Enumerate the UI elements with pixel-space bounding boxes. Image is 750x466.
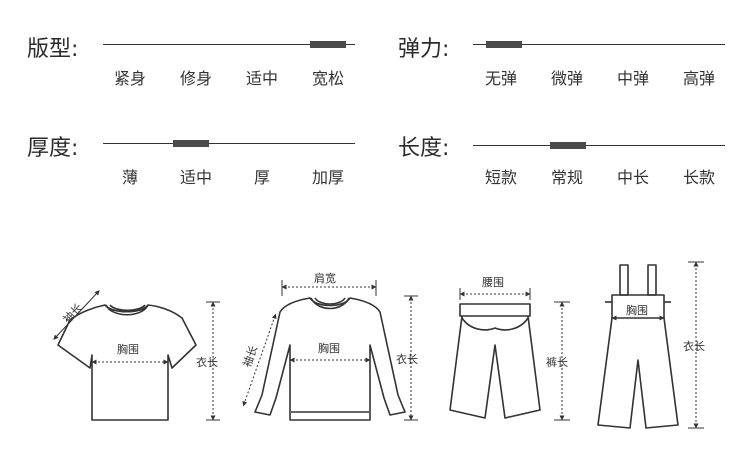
- fit-option-regular: 适中: [245, 69, 279, 88]
- attribute-length: 长度: 短款 常规 中长 长款: [375, 100, 750, 200]
- length-selected-marker: [550, 142, 586, 149]
- attribute-elasticity: 弹力: 无弹 微弹 中弹 高弹: [375, 0, 750, 100]
- sweater-shoulder-label: 肩宽: [314, 271, 336, 285]
- sweater-shoulder-dim: 肩宽: [281, 271, 377, 296]
- length-option-regular: 常规: [550, 168, 584, 187]
- attribute-fit: 版型: 紧身 修身 适中 宽松: [0, 0, 375, 100]
- tshirt-length-dim: 衣长: [196, 301, 220, 421]
- length-option-long: 长款: [682, 168, 716, 187]
- elasticity-label: 弹力:: [398, 37, 450, 62]
- shorts-waist-label: 腰围: [482, 276, 504, 289]
- length-label: 长度:: [398, 136, 450, 161]
- elasticity-option-slight: 微弹: [550, 69, 584, 88]
- fit-option-loose: 宽松: [311, 69, 345, 88]
- thickness-label: 厚度:: [27, 136, 79, 161]
- fit-label: 版型:: [27, 37, 79, 62]
- thickness-option-thick: 厚: [253, 168, 271, 187]
- sweater-length-dim: 衣长: [396, 295, 418, 421]
- shorts-waist-dim: 腰围: [459, 276, 531, 300]
- shorts-length-label: 裤长: [546, 355, 568, 369]
- thickness-option-regular: 适中: [179, 168, 213, 187]
- size-measurement-diagram: 袖长 胸围 衣长 肩宽 袖长 胸围 衣长: [53, 261, 705, 429]
- sweater-chest-label: 胸围: [318, 341, 340, 355]
- fit-option-tight: 紧身: [113, 69, 147, 88]
- thickness-option-extra-thick: 加厚: [311, 168, 345, 187]
- sweater-illustration: [254, 297, 406, 421]
- tshirt-length-label: 衣长: [196, 355, 218, 369]
- overalls-chest-dim: 胸围: [611, 303, 665, 321]
- tshirt-chest-dim: 胸围: [91, 342, 169, 365]
- overalls-illustration: [597, 264, 679, 429]
- elasticity-selected-marker: [486, 41, 522, 48]
- length-option-short: 短款: [484, 168, 518, 187]
- thickness-option-thin: 薄: [121, 168, 139, 187]
- overalls-length-label: 衣长: [683, 339, 705, 353]
- tshirt-sleeve-label: 袖长: [60, 300, 85, 326]
- length-scale-line: [473, 145, 725, 146]
- overalls-chest-label: 胸围: [626, 303, 648, 317]
- elasticity-option-none: 无弹: [484, 69, 518, 88]
- attribute-thickness: 厚度: 薄 适中 厚 加厚: [0, 100, 375, 200]
- elasticity-scale-line: [473, 44, 725, 45]
- fit-option-slim: 修身: [179, 69, 213, 88]
- thickness-scale-line: [103, 143, 355, 144]
- sweater-chest-dim: 胸围: [289, 341, 371, 363]
- elasticity-option-medium: 中弹: [616, 69, 650, 88]
- elasticity-option-high: 高弹: [682, 69, 716, 88]
- shorts-length-dim: 裤长: [546, 301, 570, 421]
- length-option-mid-long: 中长: [616, 168, 650, 187]
- fit-scale-line: [103, 44, 355, 45]
- thickness-selected-marker: [173, 140, 209, 147]
- sweater-length-label: 衣长: [396, 352, 418, 366]
- tshirt-chest-label: 胸围: [117, 342, 139, 356]
- tshirt-sleeve-dim: 袖长: [53, 290, 100, 340]
- shorts-illustration: [449, 303, 541, 419]
- fit-selected-marker: [310, 41, 346, 48]
- overalls-length-dim: 衣长: [683, 261, 705, 429]
